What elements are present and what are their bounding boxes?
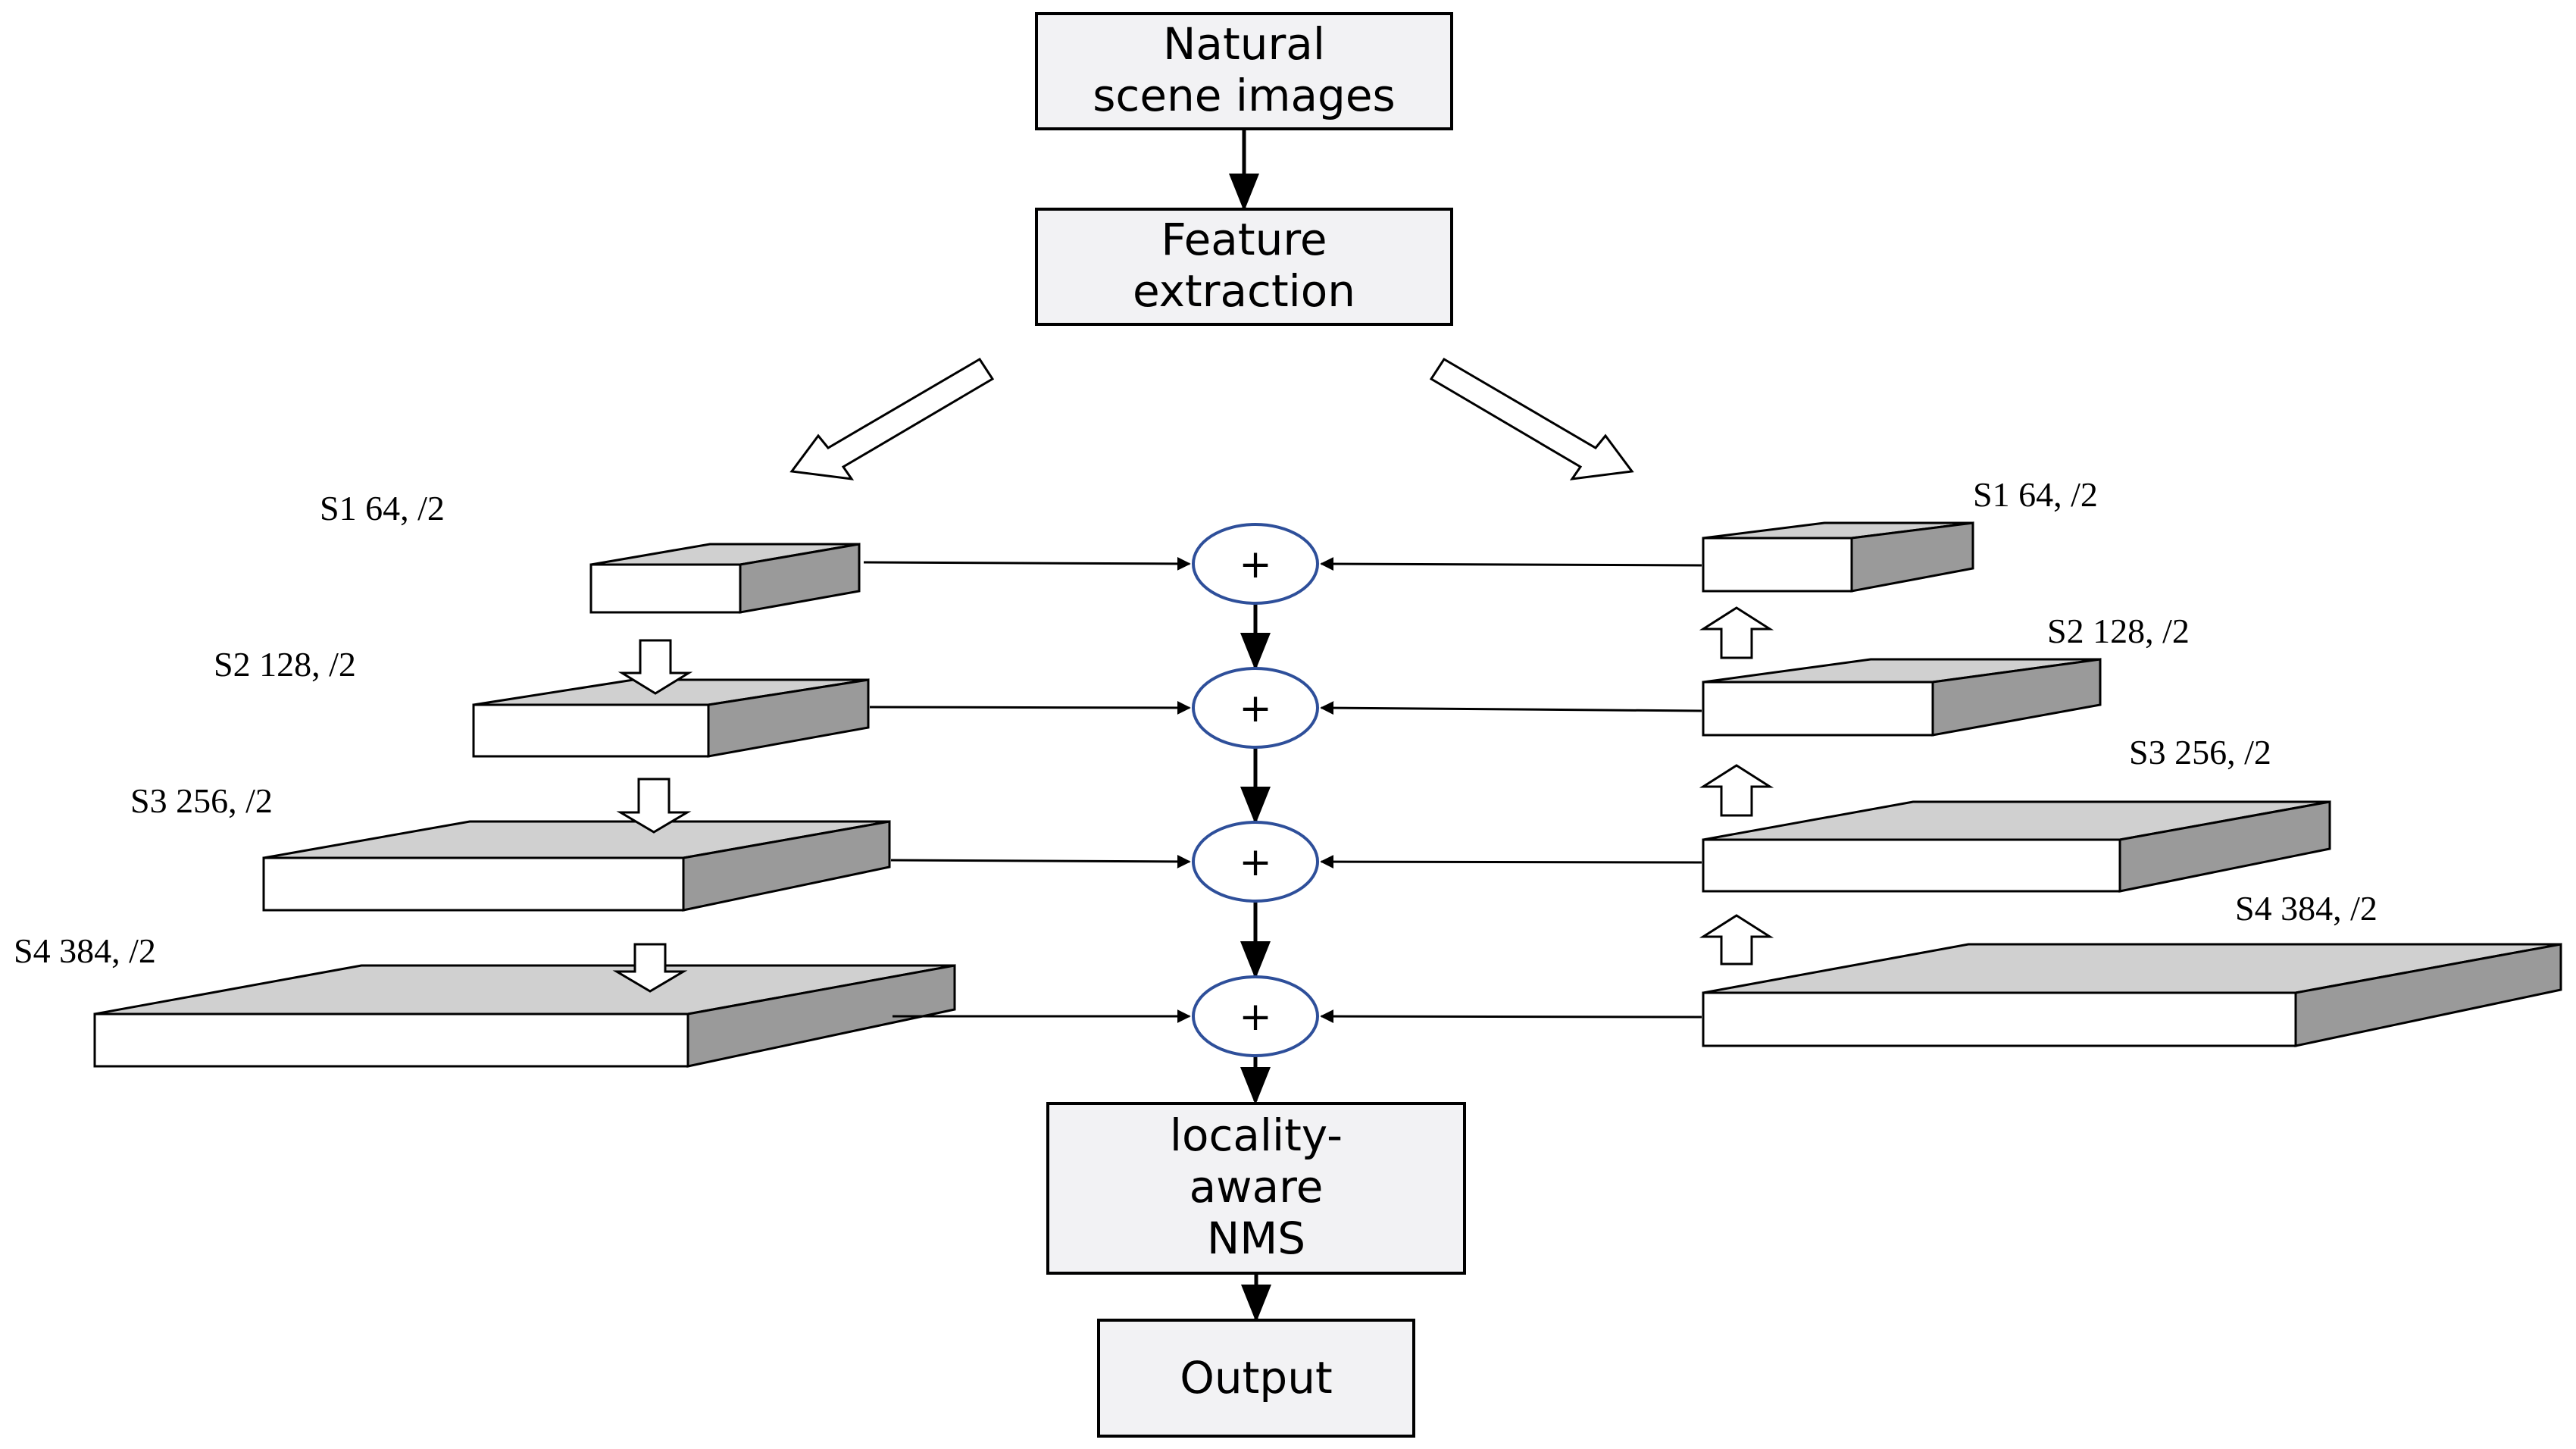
merge-node-2: + [1192,667,1319,749]
nms-box-line-1: locality- [1170,1109,1343,1161]
left-stage-label-s1: S1 64, /2 [320,489,445,527]
left-stage-label-s2: S2 128, /2 [214,645,356,684]
arrow-left-s3-to-merge [890,854,1191,868]
left-slab-s3 [262,820,891,912]
left-slab-s4 [93,964,956,1068]
feature-box-line-2: extraction [1133,265,1355,317]
left-slab-s1 [589,543,861,614]
up-arrow-right-1-icon [1699,606,1774,659]
input-box-line-1: Natural [1163,18,1325,70]
output-box-label: Output [1180,1352,1332,1404]
plus-icon: + [1239,840,1272,885]
nms-box-line-2: aware [1190,1161,1324,1213]
right-slab-s3 [1702,800,2331,893]
plus-icon: + [1239,994,1272,1040]
right-stage-label-s1: S1 64, /2 [1973,475,2098,514]
right-slab-s1 [1702,521,1974,593]
arrow-left-s1-to-merge [863,556,1191,571]
up-arrow-right-3-icon [1699,914,1774,965]
right-stage-label-s2: S2 128, /2 [2047,612,2190,650]
hollow-arrow-right-icon [1429,357,1634,480]
arrow-right-s1-to-merge [1320,557,1702,571]
arrow-right-s4-to-merge [1320,1009,1702,1024]
right-stage-label-s4: S4 384, /2 [2235,889,2377,928]
plus-icon: + [1239,542,1272,587]
down-arrow-left-3-icon [612,943,688,993]
down-arrow-left-2-icon [616,778,692,834]
left-stage-label-s4: S4 384, /2 [14,931,156,970]
nms-box: locality- aware NMS [1046,1102,1466,1275]
left-slab-s2 [472,678,870,758]
hollow-arrow-left-icon [789,357,995,480]
merge-node-1: + [1192,523,1319,605]
up-arrow-right-2-icon [1699,764,1774,817]
plus-icon: + [1239,686,1272,731]
merge-node-3: + [1192,821,1319,903]
down-arrow-left-1-icon [617,639,693,695]
right-slab-s2 [1702,658,2102,737]
input-box: Natural scene images [1035,12,1453,130]
arrow-left-s2-to-merge [869,700,1191,715]
right-slab-s4 [1702,943,2562,1047]
merge-node-4: + [1192,975,1319,1057]
left-stage-label-s3: S3 256, /2 [130,781,273,820]
arrow-right-s2-to-merge [1320,701,1702,715]
feature-box-line-1: Feature [1161,214,1327,265]
right-stage-label-s3: S3 256, /2 [2129,733,2271,771]
input-box-line-2: scene images [1093,70,1396,121]
output-box: Output [1097,1319,1415,1438]
nms-box-line-3: NMS [1207,1213,1305,1264]
feature-extraction-box: Feature extraction [1035,208,1453,326]
